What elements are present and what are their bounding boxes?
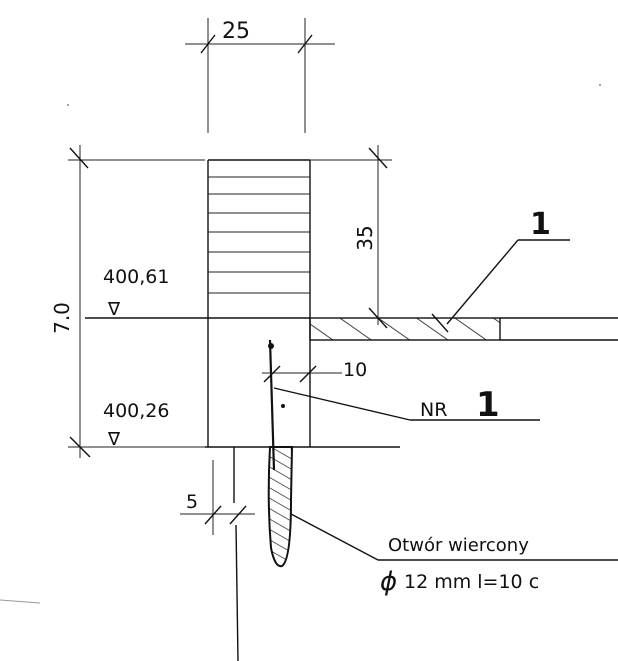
lower-post [233,447,239,661]
dimension-top-width: 25 [185,18,335,133]
drilled-hole [267,446,294,568]
item-label: 1 [446,207,570,325]
dim-total-height-label: 7.0 [50,302,74,334]
wall-section [85,159,400,448]
dimension-total-height: 7.0 [50,145,205,458]
dimension-gap: 10 [262,359,367,383]
slab-section [309,313,618,341]
level-upper-value: 400,61 [103,266,169,288]
level-upper-marker: ∇ [107,299,121,320]
item-number: 1 [530,207,551,242]
scan-artifacts [0,84,601,604]
hole-phi: ϕ [380,567,397,597]
dimension-upper-depth: 35 [310,145,392,329]
dim-gap-label: 10 [343,359,367,381]
hole-label: Otwór wiercony ϕ 12 mm l=10 c [290,513,618,597]
level-upper: 400,61 ∇ [103,266,169,320]
level-lower: 400,26 ∇ [103,400,169,450]
nr-prefix: NR [420,399,447,421]
nr-label: NR 1 [273,385,540,425]
dimension-small-offset: 5 [180,460,255,535]
nr-number: 1 [476,385,500,425]
hole-spec: 12 mm l=10 c [404,571,539,593]
level-lower-marker: ∇ [107,429,121,450]
level-lower-value: 400,26 [103,400,169,422]
dim-top-width-label: 25 [222,19,250,44]
dim-small-offset-label: 5 [186,491,198,513]
dim-upper-depth-label: 35 [353,225,377,250]
hole-title: Otwór wiercony [388,535,529,556]
